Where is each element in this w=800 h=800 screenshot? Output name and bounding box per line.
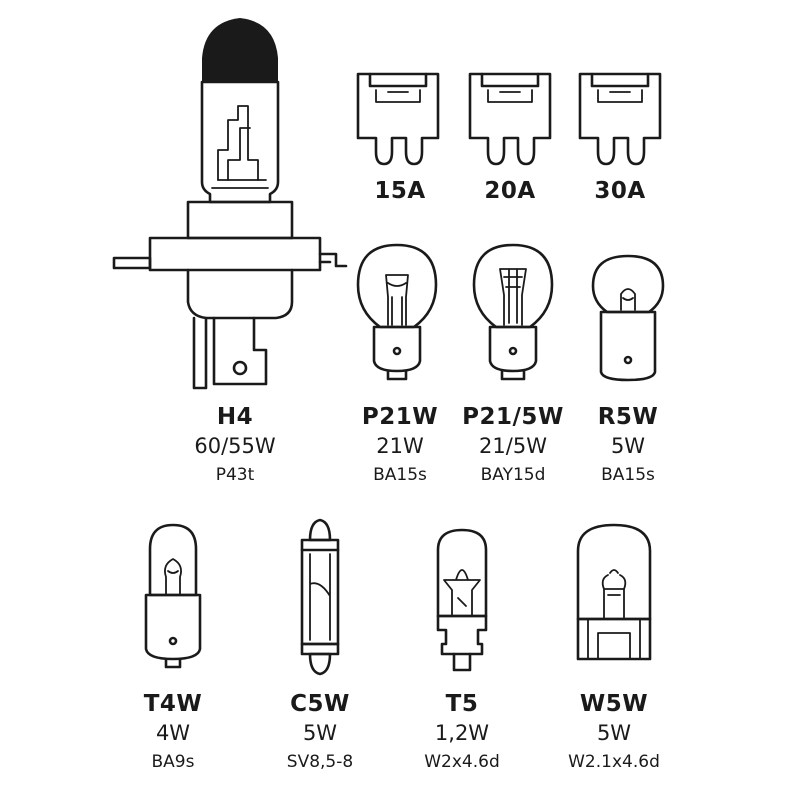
- t4w-bulb-icon: [144, 523, 202, 669]
- bulb-name: P21/5W: [462, 404, 564, 430]
- bulb-base: BA9s: [151, 752, 195, 772]
- fuse-30a-icon: [578, 72, 662, 166]
- fuse-label-15a: 15A: [374, 178, 426, 204]
- bulb-label-h4: H4 60/55W P43t: [170, 406, 300, 484]
- t5-bulb-icon: [436, 528, 488, 672]
- bulb-label-t4w: T4W 4W BA9s: [113, 693, 233, 771]
- bulb-name: T4W: [143, 691, 203, 717]
- p21-5w-bulb-icon: [472, 243, 554, 381]
- bulb-power: 21W: [376, 434, 424, 458]
- c5w-bulb-icon: [300, 518, 340, 676]
- bulb-name: W5W: [579, 691, 649, 717]
- fuse-15a-icon: [356, 72, 440, 166]
- bulb-name: T5: [445, 691, 479, 717]
- p21w-bulb-icon: [356, 243, 438, 381]
- bulb-label-p21-5w: P21/5W 21/5W BAY15d: [453, 406, 573, 484]
- h4-bulb-icon: [112, 18, 348, 390]
- bulb-base: P43t: [215, 465, 255, 485]
- bulb-name: P21W: [361, 404, 439, 430]
- bulb-base: SV8,5-8: [286, 752, 354, 772]
- bulb-name: H4: [216, 404, 254, 430]
- bulb-name: C5W: [290, 691, 350, 717]
- bulb-label-p21w: P21W 21W BA15s: [340, 406, 460, 484]
- fuse-label-20a: 20A: [484, 178, 536, 204]
- bulb-power: 21/5W: [479, 434, 547, 458]
- bulb-power: 60/55W: [194, 434, 276, 458]
- bulb-base: W2x4.6d: [424, 752, 500, 772]
- bulb-power: 1,2W: [434, 721, 490, 745]
- bulb-label-r5w: R5W 5W BA15s: [568, 406, 688, 484]
- fuse-20a-icon: [468, 72, 552, 166]
- bulb-power: 5W: [302, 721, 338, 745]
- bulb-name: R5W: [597, 404, 659, 430]
- bulb-label-t5: T5 1,2W W2x4.6d: [397, 693, 527, 771]
- bulb-base: BA15s: [601, 465, 655, 485]
- bulb-base: BA15s: [373, 465, 427, 485]
- bulb-base: BAY15d: [480, 465, 546, 485]
- bulb-label-c5w: C5W 5W SV8,5-8: [255, 693, 385, 771]
- fuse-label-30a: 30A: [594, 178, 646, 204]
- bulb-power: 4W: [155, 721, 191, 745]
- bulb-power: 5W: [596, 721, 632, 745]
- bulb-power: 5W: [610, 434, 646, 458]
- bulb-base: W2.1x4.6d: [568, 752, 660, 772]
- w5w-bulb-icon: [576, 523, 652, 661]
- bulb-label-w5w: W5W 5W W2.1x4.6d: [544, 693, 684, 771]
- r5w-bulb-icon: [591, 254, 665, 382]
